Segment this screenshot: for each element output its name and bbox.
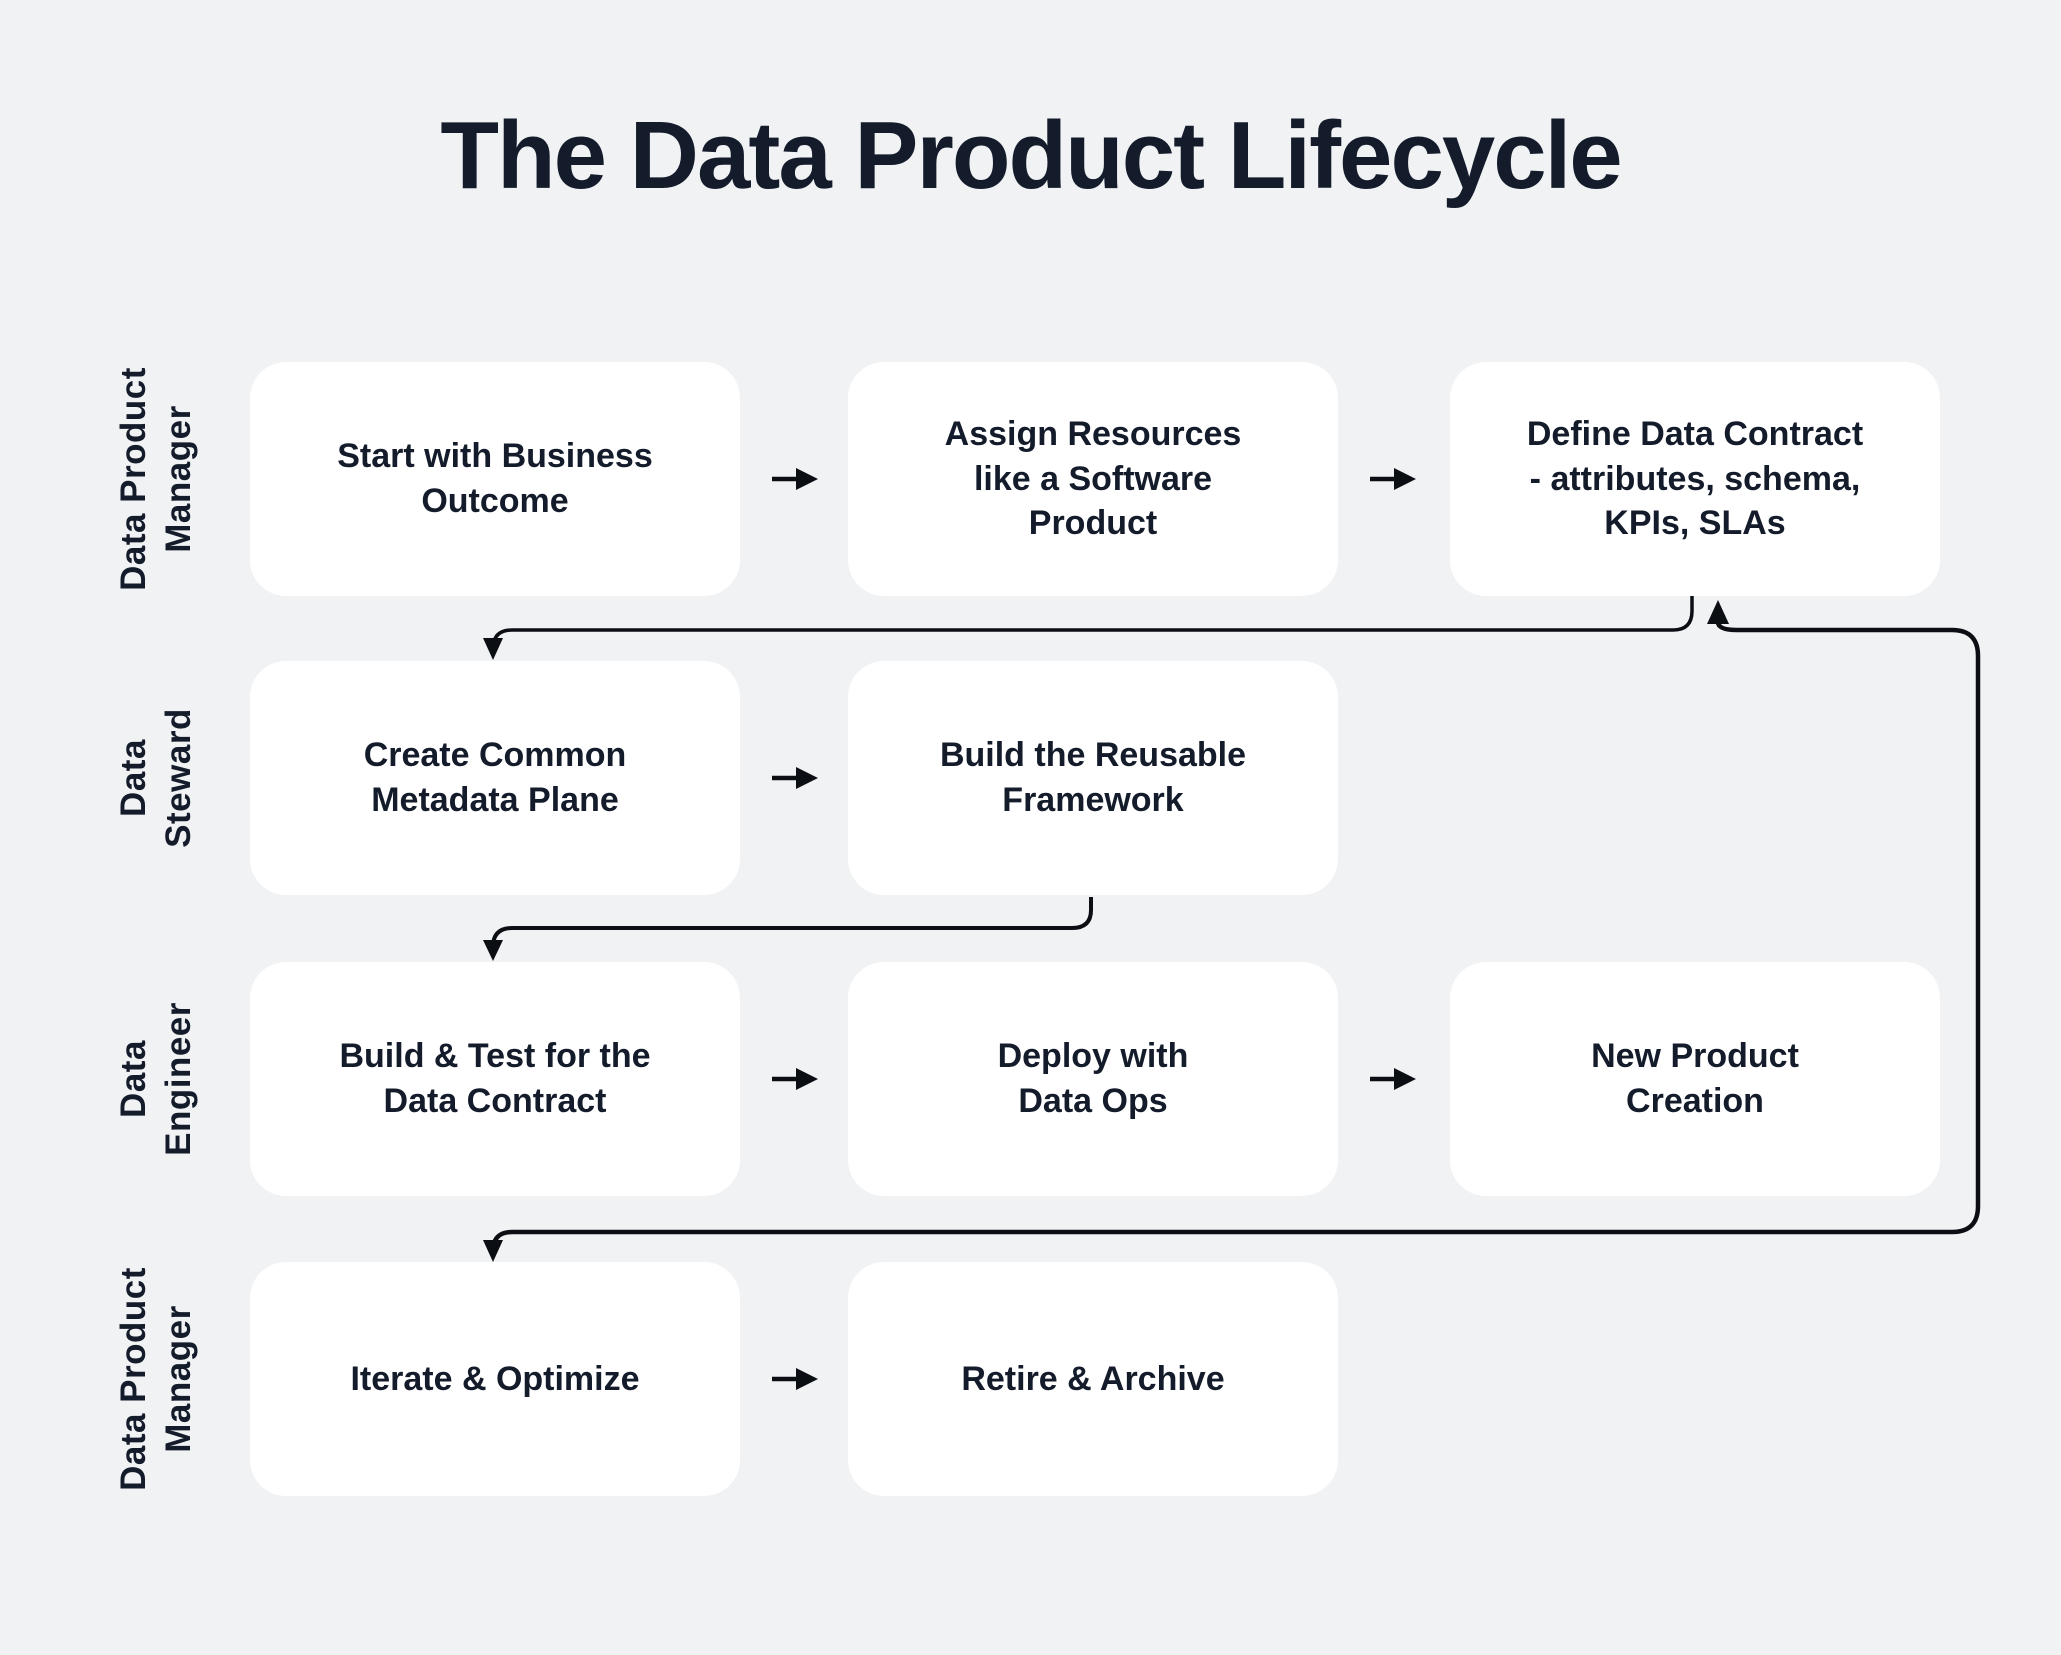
- step-box-build-test-data-contract: Build & Test for the Data Contract: [250, 962, 740, 1196]
- lane-label-data-product-manager-top: Data Product Manager: [114, 367, 198, 591]
- lane-label-data-engineer: Data Engineer: [114, 1002, 198, 1156]
- step-box-retire-archive: Retire & Archive: [848, 1262, 1338, 1496]
- lane-label-data-steward: Data Steward: [114, 708, 198, 848]
- step-box-start-with-business-outcome: Start with Business Outcome: [250, 362, 740, 596]
- arrow-down-icon: [483, 638, 503, 660]
- step-box-new-product-creation: New Product Creation: [1450, 962, 1940, 1196]
- arrow-down-icon: [483, 1240, 503, 1262]
- arrow-right-icon: [772, 1068, 818, 1090]
- step-box-define-data-contract: Define Data Contract - attributes, schem…: [1450, 362, 1940, 596]
- step-box-create-common-metadata-plane: Create Common Metadata Plane: [250, 661, 740, 895]
- page-title: The Data Product Lifecycle: [440, 102, 1622, 209]
- arrow-right-icon: [772, 468, 818, 490]
- arrow-up-icon: [1707, 600, 1729, 624]
- step-box-build-reusable-framework: Build the Reusable Framework: [848, 661, 1338, 895]
- arrow-right-icon: [772, 1368, 818, 1390]
- lane-label-data-product-manager-bottom: Data Product Manager: [114, 1267, 198, 1491]
- step-box-iterate-optimize: Iterate & Optimize: [250, 1262, 740, 1496]
- step-box-assign-resources: Assign Resources like a Software Product: [848, 362, 1338, 596]
- arrow-right-icon: [1370, 468, 1416, 490]
- arrow-right-icon: [1370, 1068, 1416, 1090]
- arrow-down-icon: [483, 940, 503, 961]
- connector-define-contract-to-metadata-plane: [483, 596, 1694, 660]
- arrow-right-icon: [772, 767, 818, 789]
- connector-framework-to-build-test: [483, 897, 1093, 961]
- step-box-deploy-with-data-ops: Deploy with Data Ops: [848, 962, 1338, 1196]
